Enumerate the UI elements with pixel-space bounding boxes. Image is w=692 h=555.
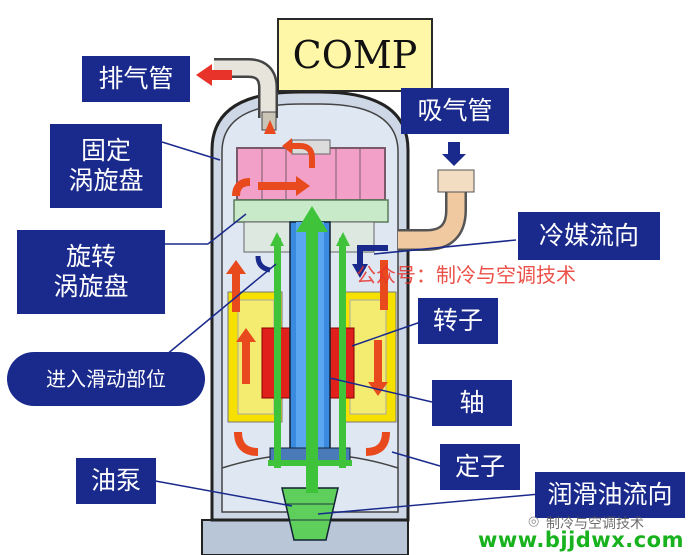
- wechat-icon: ◎: [528, 514, 540, 529]
- stator-label: 定子: [440, 444, 520, 490]
- watermark-gray: 制冷与空调技术: [546, 516, 644, 532]
- orbiting-scroll-label: 旋转 涡旋盘: [17, 230, 165, 314]
- shaft-label: 轴: [432, 380, 512, 426]
- comp-title-box: COMP: [277, 18, 433, 92]
- rotor-label: 转子: [418, 298, 498, 344]
- refrigerant-flow-arrows: [226, 138, 390, 456]
- oil-flow-arrows: [268, 206, 352, 493]
- suction-pipe-graphic: [398, 169, 475, 251]
- enter-sliding-part-label: 进入滑动部位: [7, 352, 205, 406]
- fixed-scroll-label: 固定 涡旋盘: [50, 124, 162, 208]
- suction-arrow: [442, 142, 466, 166]
- leader-lines: [149, 141, 541, 515]
- oil-pump-graphic: [281, 487, 339, 541]
- suction-pipe-label: 吸气管: [401, 88, 509, 134]
- lube-oil-flow-label: 润滑油流向: [535, 472, 685, 518]
- oil-pump-label: 油泵: [76, 458, 156, 504]
- watermark-green: www.bjjdwx.com: [478, 528, 684, 552]
- discharge-pipe-label: 排气管: [82, 56, 190, 102]
- discharge-pipe-graphic: [214, 58, 278, 131]
- discharge-arrow: [196, 64, 276, 134]
- refrigerant-flow-label: 冷媒流向: [518, 212, 660, 260]
- watermark-red: 公众号：制冷与空调技术: [356, 263, 576, 287]
